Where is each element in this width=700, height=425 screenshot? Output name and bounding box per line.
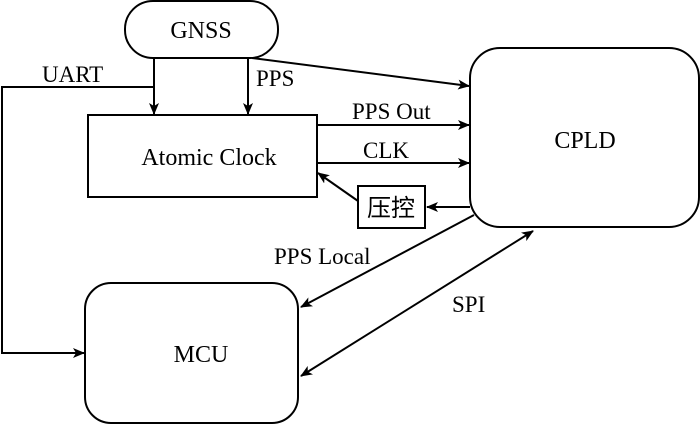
voltage-control-block: 压控 <box>357 185 426 229</box>
uart-wire <box>1 86 154 358</box>
vctrl-to-clock-wire <box>317 172 359 202</box>
uart-label: UART <box>42 62 103 87</box>
mcu-block: MCU <box>84 282 299 424</box>
atomic-clock-block: Atomic Clock <box>87 114 318 198</box>
clk-label: CLK <box>363 138 409 163</box>
pps-out-label: PPS Out <box>352 99 431 124</box>
pps-label: PPS <box>256 66 294 91</box>
cpld-block: CPLD <box>469 47 700 228</box>
spi-wire <box>300 230 534 377</box>
gnss-label: GNSS <box>170 18 231 44</box>
atomic-clock-label: Atomic Clock <box>141 145 276 171</box>
voltage-control-label: 压控 <box>367 194 415 222</box>
mcu-label: MCU <box>174 342 229 368</box>
gnss-block: GNSS <box>124 0 279 59</box>
cpld-label: CPLD <box>554 128 615 154</box>
gnss-to-cpld-wire <box>251 57 470 90</box>
wires <box>1 57 534 377</box>
signal-labels: UART PPS PPS Out CLK PPS Local SPI <box>42 62 485 317</box>
spi-label: SPI <box>452 292 485 317</box>
pps-local-label: PPS Local <box>274 244 370 269</box>
